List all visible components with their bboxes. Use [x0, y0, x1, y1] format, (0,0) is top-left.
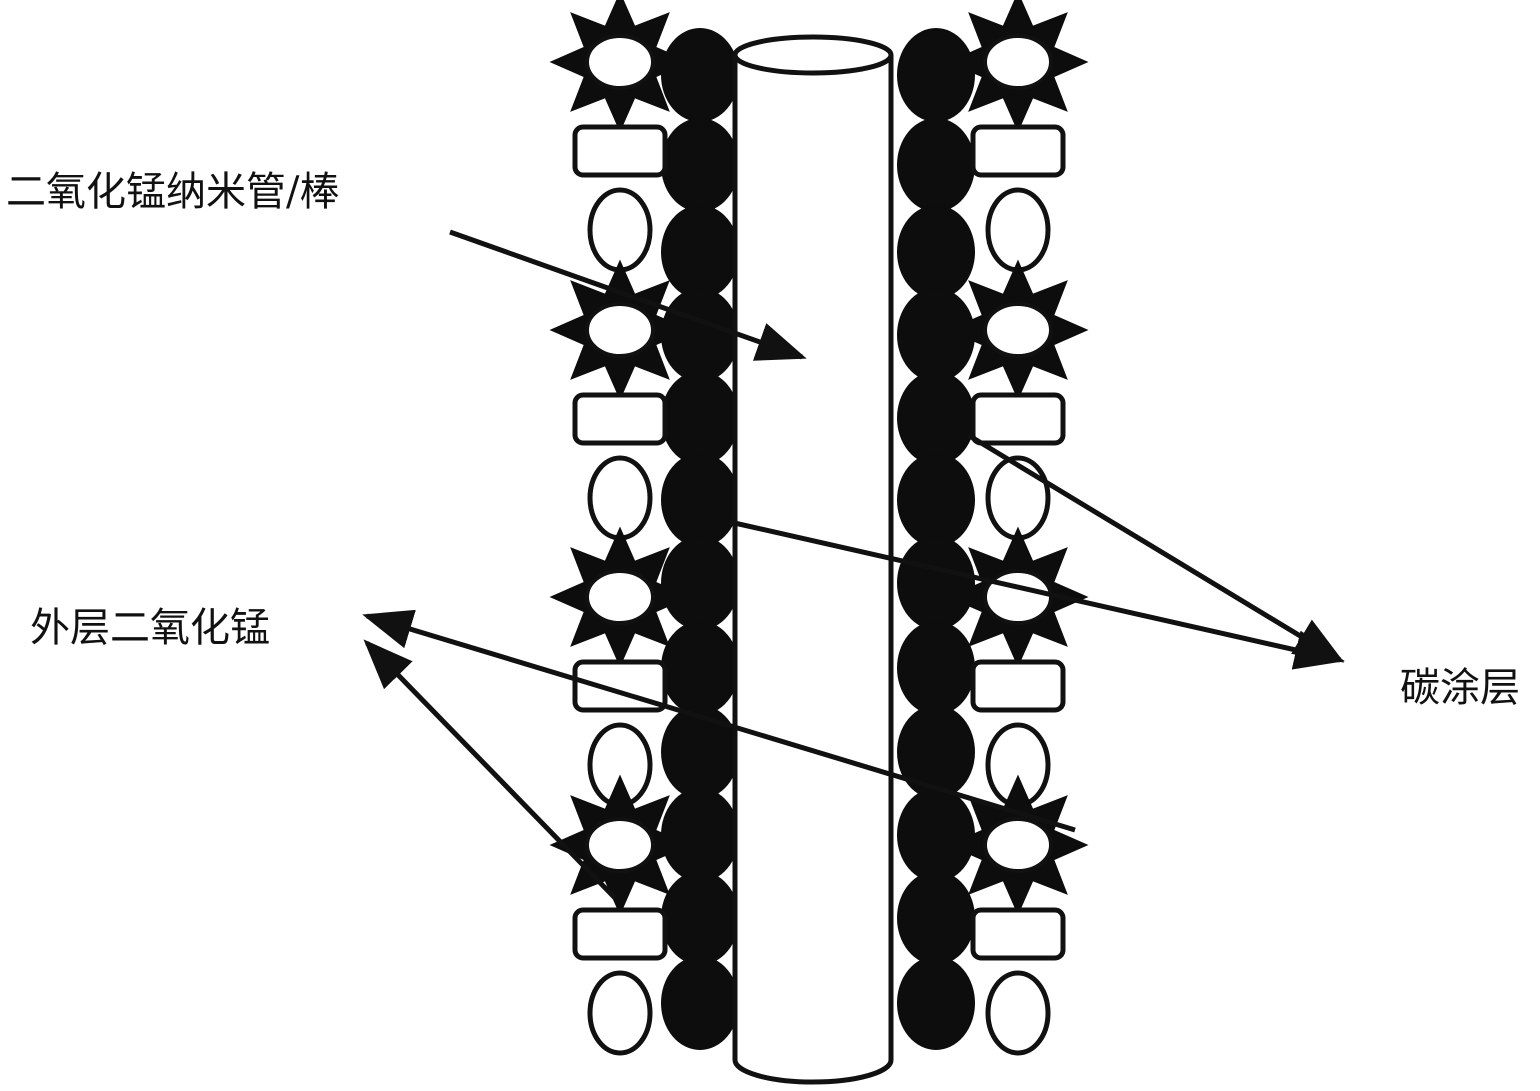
- carbon-ball-icon: [897, 453, 975, 547]
- carbon-ball-icon: [897, 788, 975, 882]
- carbon-ball-icon: [661, 453, 739, 547]
- star-center-icon: [585, 817, 655, 873]
- label-mno2-nanotube: 二氧化锰纳米管/棒: [6, 169, 340, 215]
- oval-particle-icon: [587, 455, 653, 541]
- star-center-icon: [983, 302, 1053, 358]
- label-outer-mno2: 外层二氧化锰: [30, 605, 270, 651]
- rounded-rect-particle-icon: [970, 659, 1066, 713]
- arrow-carbon-1: [729, 519, 1345, 670]
- star-center-icon: [983, 34, 1053, 90]
- rounded-rect-particle-icon: [970, 392, 1066, 446]
- carbon-ball-icon: [897, 956, 975, 1050]
- carbon-ball-icon: [661, 871, 739, 965]
- rounded-rect-particle-icon: [970, 124, 1066, 178]
- rounded-rect-particle-icon: [970, 907, 1066, 961]
- arrow-outer-2: [363, 639, 617, 900]
- carbon-ball-icon: [897, 371, 975, 465]
- star-center-icon: [585, 302, 655, 358]
- star-center-icon: [585, 569, 655, 625]
- star-center-icon: [983, 569, 1053, 625]
- arrow-nanotube: [449, 229, 807, 361]
- star-center-icon: [585, 34, 655, 90]
- carbon-ball-icon: [661, 536, 739, 630]
- star-center-icon: [983, 817, 1053, 873]
- carbon-ball-icon: [897, 536, 975, 630]
- carbon-ball-icon: [661, 788, 739, 882]
- rounded-rect-particle-icon: [572, 124, 668, 178]
- oval-particle-icon: [985, 455, 1051, 541]
- carbon-ball-icon: [661, 956, 739, 1050]
- arrow-carbon-2: [966, 432, 1345, 663]
- oval-particle-icon: [587, 187, 653, 273]
- carbon-ball-icon: [897, 205, 975, 299]
- oval-particle-icon: [985, 187, 1051, 273]
- carbon-ball-icon: [661, 28, 739, 122]
- carbon-ball-icon: [661, 205, 739, 299]
- oval-particle-icon: [587, 970, 653, 1056]
- carbon-ball-icon: [897, 28, 975, 122]
- carbon-ball-icon: [661, 621, 739, 715]
- carbon-ball-icon: [897, 621, 975, 715]
- label-carbon-coating: 碳涂层: [1400, 665, 1520, 711]
- carbon-ball-icon: [897, 871, 975, 965]
- oval-particle-icon: [985, 970, 1051, 1056]
- arrows: [362, 229, 1345, 900]
- rounded-rect-particle-icon: [572, 392, 668, 446]
- carbon-ball-icon: [897, 118, 975, 212]
- carbon-ball-icon: [661, 118, 739, 212]
- mno2-nanotube: [732, 34, 894, 1085]
- outer-mno2-layer: [549, 0, 1089, 1056]
- carbon-ball-icon: [661, 371, 739, 465]
- carbon-ball-icon: [661, 705, 739, 799]
- carbon-ball-icon: [897, 705, 975, 799]
- rounded-rect-particle-icon: [572, 907, 668, 961]
- arrow-outer-1: [362, 609, 1076, 833]
